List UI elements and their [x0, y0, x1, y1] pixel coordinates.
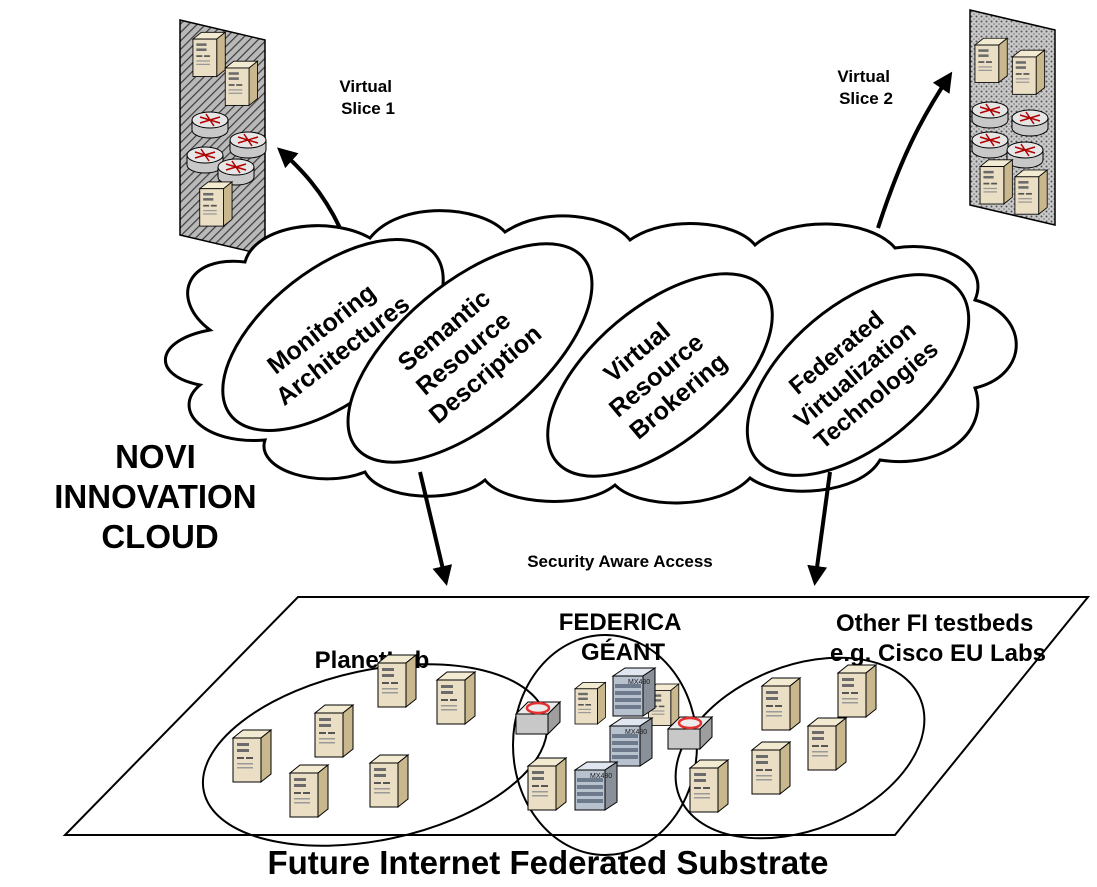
security-aware-access-label: Security Aware Access	[527, 552, 713, 571]
server-icon	[369, 754, 409, 808]
arrow-to-substrate-right	[807, 471, 832, 586]
server-icon	[761, 677, 801, 731]
slice-1-label: Virtual Slice 1	[339, 77, 396, 118]
server-icon	[232, 729, 272, 783]
router-icon	[191, 111, 229, 139]
router-icon	[229, 131, 267, 159]
server-icon	[224, 60, 258, 106]
federica-geant-label: FEDERICA GÉANT	[559, 609, 687, 666]
server-icon	[192, 31, 226, 77]
server-icon	[199, 181, 233, 227]
novi-innovation-cloud-title: NOVI INNOVATION CLOUD	[54, 438, 265, 555]
virtual-slice-2-panel	[969, 9, 1056, 226]
substrate-title: Future Internet Federated Substrate	[267, 844, 828, 881]
mx480-router-icon	[612, 667, 656, 717]
other-fi-testbeds-label: Other FI testbeds e.g. Cisco EU Labs	[830, 610, 1046, 667]
mx480-model-label: MX480	[625, 729, 647, 736]
mx480-model-label: MX480	[628, 679, 650, 686]
arrow-to-slice-1	[277, 147, 342, 229]
server-icon	[314, 704, 354, 758]
virtual-resource-brokering-component: Virtual Resource Brokering	[546, 272, 774, 478]
server-icon	[527, 757, 567, 811]
mx480-router-icon	[609, 717, 653, 767]
monitoring-architectures-component: Monitoring Architectures	[221, 238, 445, 432]
server-icon	[1011, 49, 1046, 95]
edge-router-icon	[666, 715, 714, 751]
mx480-router-icon	[574, 761, 618, 811]
edge-router-icon	[514, 700, 562, 736]
router-icon	[971, 131, 1009, 159]
server-icon	[751, 741, 791, 795]
server-icon	[807, 717, 847, 771]
virtual-slice-1-panel	[179, 19, 267, 256]
semantic-resource-description-component: Semantic Resource Description	[346, 242, 594, 464]
router-icon	[217, 158, 255, 186]
slice-2-label: Virtual Slice 2	[837, 67, 894, 108]
server-icon	[289, 764, 329, 818]
server-icon	[837, 664, 877, 718]
router-icon	[971, 101, 1009, 129]
server-icon	[1014, 169, 1048, 215]
server-icon	[974, 37, 1008, 83]
router-icon	[1011, 109, 1049, 137]
server-icon	[979, 159, 1013, 205]
mx480-model-label: MX480	[590, 773, 612, 780]
server-icon	[689, 759, 729, 813]
server-icon	[436, 671, 476, 725]
arrow-to-substrate-left	[418, 471, 453, 586]
other-fi-testbeds-group	[674, 656, 926, 840]
server-icon	[377, 654, 417, 708]
server-icon	[574, 682, 606, 725]
arrow-to-slice-2	[876, 71, 953, 229]
